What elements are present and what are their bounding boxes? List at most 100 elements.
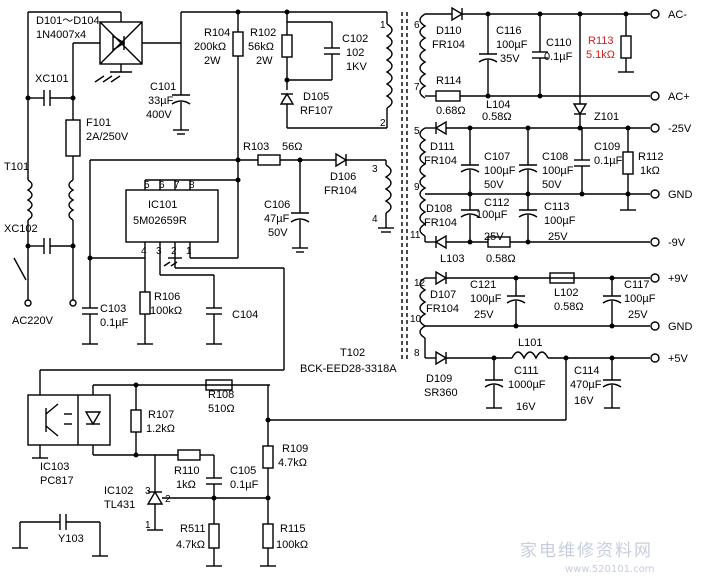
label-acm: AC- <box>668 9 687 21</box>
label-c109: C109 <box>594 141 620 153</box>
label-c101: C101 <box>150 81 176 93</box>
label-f101v: 2A/250V <box>86 131 129 143</box>
label-c113w: 25V <box>548 231 568 243</box>
label-d109: D109 <box>426 373 452 385</box>
label-c102: C102 <box>342 33 368 45</box>
label-c112v: 100µF <box>476 209 508 221</box>
label-c108: C108 <box>542 151 568 163</box>
watermark-text: 家电维修资料网 <box>520 541 653 561</box>
label-c114v: 470µF <box>570 379 602 391</box>
label-r106v: 100kΩ <box>150 305 182 317</box>
pin-t102-11: 11 <box>410 230 421 241</box>
label-l101: L101 <box>518 337 542 349</box>
label-c111w: 16V <box>516 401 536 413</box>
label-r113: R113 <box>588 35 613 47</box>
label-c121v: 100µF <box>470 293 502 305</box>
pin-t102-7: 7 <box>414 82 420 93</box>
label-c113: C113 <box>544 201 569 213</box>
label-d109v: SR360 <box>424 387 458 399</box>
label-c121: C121 <box>470 279 496 291</box>
pin-ic102-1: 1 <box>145 520 151 531</box>
label-ic101: IC101 <box>148 199 177 211</box>
label-c108w: 50V <box>542 179 562 191</box>
label-d110v: FR104 <box>432 39 465 51</box>
label-c110v: 0.1µF <box>544 51 573 63</box>
label-r115v: 100kΩ <box>276 539 308 551</box>
label-c111: C111 <box>514 365 539 377</box>
label-m25: -25V <box>668 123 692 135</box>
label-gnd1: GND <box>668 189 693 201</box>
label-r102v: 56kΩ <box>248 41 274 53</box>
label-r112: R112 <box>638 151 663 163</box>
pin-ic101-7: 7 <box>174 180 180 191</box>
label-r104: R104 <box>204 27 230 39</box>
label-d106v: FR104 <box>324 185 357 197</box>
label-y103: Y103 <box>58 533 84 545</box>
label-l103: L103 <box>440 253 464 265</box>
label-c107: C107 <box>484 151 510 163</box>
pin-t102-4: 4 <box>372 214 378 225</box>
label-d108v: FR104 <box>424 217 457 229</box>
label-r107: R107 <box>148 409 174 421</box>
label-xc101: XC101 <box>35 73 69 85</box>
label-r114v: 0.68Ω <box>436 105 466 117</box>
label-c102v: 102 <box>346 47 364 59</box>
label-d101v: 1N4007x4 <box>36 29 86 41</box>
pin-ic101-6: 6 <box>159 180 165 191</box>
label-c101w: 400V <box>146 109 172 121</box>
pin-t102-1: 1 <box>380 20 386 31</box>
label-l103v: 0.58Ω <box>486 253 516 265</box>
pin-t102-2: 2 <box>380 118 386 129</box>
label-c116: C116 <box>496 25 521 37</box>
label-c105: C105 <box>230 465 256 477</box>
label-r109v: 4.7kΩ <box>278 457 307 469</box>
pin-ic101-1: 1 <box>186 246 192 257</box>
label-r110: R110 <box>174 465 199 477</box>
label-ic103v: PC817 <box>40 475 74 487</box>
label-l104v: 0.58Ω <box>482 111 512 123</box>
label-c105v: 0.1µF <box>230 479 259 491</box>
pin-ic101-4: 4 <box>141 246 147 257</box>
label-d106: D106 <box>330 171 356 183</box>
label-r110v: 1kΩ <box>176 479 196 491</box>
pin-ic102-2: 2 <box>165 494 171 505</box>
label-r109: R109 <box>282 443 308 455</box>
label-r104w: 2W <box>204 55 221 67</box>
label-d111: D111 <box>430 141 455 153</box>
label-d108: D108 <box>426 203 452 215</box>
label-c121w: 25V <box>474 309 494 321</box>
label-r112v: 1kΩ <box>640 165 660 177</box>
label-ic102: IC102 <box>104 485 133 497</box>
label-acp: AC+ <box>668 91 690 103</box>
pin-ic101-8: 8 <box>189 180 195 191</box>
pin-ic102-3: 3 <box>145 486 151 497</box>
pin-ic101-5: 5 <box>144 180 150 191</box>
label-p5: +5V <box>668 353 689 365</box>
pin-t102-5: 5 <box>414 126 420 137</box>
bridge-rectifier <box>99 21 143 65</box>
watermark-url: www.520101.com <box>565 564 655 575</box>
label-c117v: 100µF <box>624 293 656 305</box>
label-c112: C112 <box>484 197 509 209</box>
label-f101: F101 <box>86 117 111 129</box>
label-d107: D107 <box>430 289 456 301</box>
label-t102: T102 <box>340 347 365 359</box>
pin-ic101-2: 2 <box>171 246 177 257</box>
label-c114w: 16V <box>574 395 594 407</box>
ic101-chip <box>125 179 238 258</box>
pin-t102-9: 9 <box>414 182 420 193</box>
label-r107v: 1.2kΩ <box>146 423 175 435</box>
label-c101v: 33µF <box>148 95 174 107</box>
label-c117: C117 <box>624 279 649 291</box>
label-gnd2: GND <box>668 321 693 333</box>
label-d105v: RF107 <box>300 105 333 117</box>
label-c111v: 1000µF <box>508 379 546 391</box>
label-c117w: 25V <box>628 309 648 321</box>
label-c109v: 0.1µF <box>594 155 623 167</box>
label-r108v: 510Ω <box>208 403 235 415</box>
label-c114: C114 <box>574 365 599 377</box>
label-ic102v: TL431 <box>104 499 135 511</box>
